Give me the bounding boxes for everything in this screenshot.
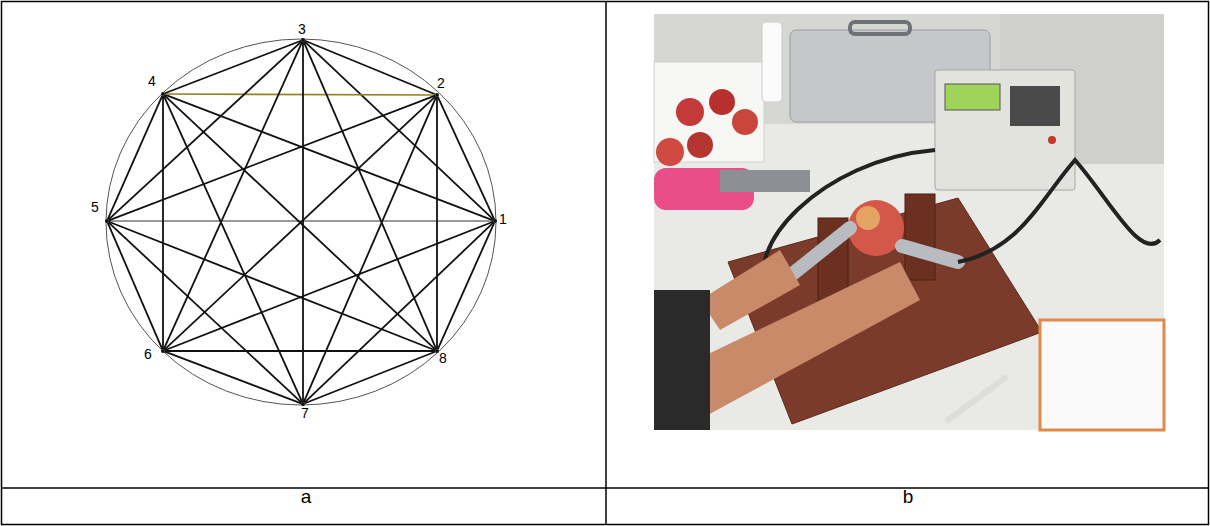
- apple: [732, 109, 758, 135]
- chord-line: [109, 96, 435, 221]
- vertex-point: 8: [435, 349, 439, 353]
- chord-line: [438, 97, 494, 219]
- probe: [902, 246, 958, 262]
- vertex-number: 5: [91, 199, 99, 215]
- panel-letter: a: [301, 486, 312, 508]
- panel-letter: b: [903, 486, 914, 508]
- chord-line: [162, 96, 164, 349]
- vertex-point: 3: [301, 38, 305, 42]
- chord-line: [165, 95, 493, 221]
- chord-line: [165, 352, 301, 404]
- instrument-screen: [945, 84, 1000, 110]
- case-handle: [850, 22, 910, 34]
- chord-line: [304, 222, 493, 402]
- chord-line: [165, 222, 493, 351]
- vertex-point: 6: [161, 349, 165, 353]
- pen: [948, 378, 1005, 420]
- vertex-number: 4: [148, 73, 156, 89]
- chord-line: [304, 97, 436, 402]
- vertex-number: 3: [298, 21, 306, 37]
- chord-line: [108, 41, 301, 219]
- apple: [687, 132, 713, 158]
- vertex-point: 2: [435, 93, 439, 97]
- vertex-number: 1: [499, 211, 507, 227]
- chord-line: [305, 352, 435, 404]
- chord-line: [305, 41, 435, 94]
- chord-line: [438, 223, 494, 349]
- cable: [958, 160, 1160, 262]
- photo-illustration: [654, 14, 1164, 430]
- chord-line: [302, 42, 304, 402]
- apple: [709, 89, 735, 115]
- shirt: [654, 290, 710, 430]
- table-divider: [605, 2, 607, 525]
- vertex-point: 5: [105, 219, 109, 223]
- chord-line: [436, 97, 438, 349]
- vertex-number: 7: [301, 405, 309, 421]
- instrument-socket: [1048, 136, 1056, 144]
- chord-line: [165, 93, 435, 96]
- chord-line: [164, 96, 302, 402]
- table-divider: [2, 487, 1209, 489]
- chord-line: [304, 42, 436, 349]
- apple-highlight: [856, 206, 880, 230]
- vertex-point: 4: [161, 92, 165, 96]
- chord-line: [164, 42, 302, 349]
- vertex-number: 6: [144, 346, 152, 362]
- circle-outline: [106, 39, 496, 405]
- chord-line: [165, 41, 301, 94]
- instrument-box: [935, 70, 1075, 190]
- vertex-point: 7: [301, 402, 305, 406]
- arm: [654, 262, 920, 430]
- apple: [656, 138, 684, 166]
- chord-line: [165, 350, 435, 352]
- vertex-number: 8: [439, 350, 447, 366]
- wooden-block: [905, 194, 935, 280]
- instrument-keypad: [1010, 86, 1060, 126]
- chord-line: [108, 223, 162, 349]
- vertex-number: 2: [437, 75, 445, 91]
- vertex-point: 1: [493, 219, 497, 223]
- notebook: [1040, 320, 1164, 430]
- tool-box: [720, 170, 810, 192]
- chord-line: [108, 222, 301, 402]
- photo-ground: [654, 14, 1164, 430]
- apple: [676, 98, 704, 126]
- bottle: [762, 22, 782, 102]
- chord-line: [109, 222, 435, 351]
- chord-line: [108, 96, 162, 219]
